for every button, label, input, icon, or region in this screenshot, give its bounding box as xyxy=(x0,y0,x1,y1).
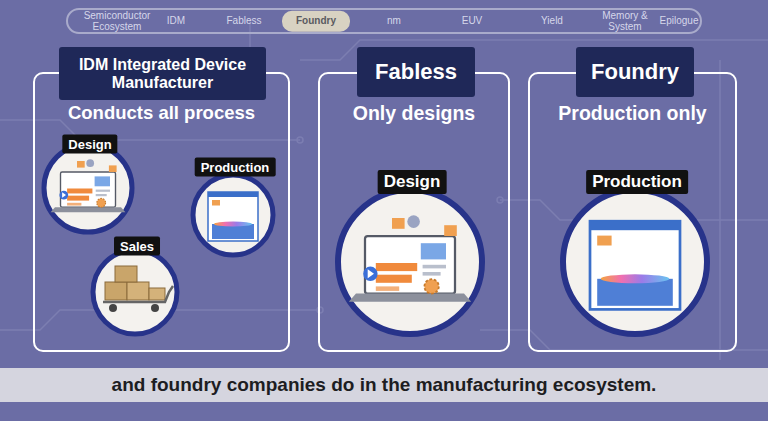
tag-text: Sales xyxy=(120,239,154,254)
panel-subtitle: Production only xyxy=(530,102,735,125)
nav-item: Semiconductor Ecosystem xyxy=(71,11,163,32)
tag-text: Design xyxy=(68,137,111,152)
caption-band: and foundry companies do in the manufact… xyxy=(0,368,768,402)
nav-item: Foundry xyxy=(282,11,350,32)
tag-text: Design xyxy=(384,172,441,191)
tag-text: Production xyxy=(201,160,270,175)
nav-item: Epilogue xyxy=(655,16,703,27)
label-tag: Production xyxy=(586,170,688,194)
nav-item: Yield xyxy=(532,16,572,27)
nav-item: nm xyxy=(379,16,409,27)
panel-heading: IDM Integrated Device Manufacturer xyxy=(59,47,266,100)
tag-text: Production xyxy=(592,172,682,191)
category-panel: IDM Integrated Device ManufacturerConduc… xyxy=(33,72,290,352)
nav-item: Memory & System xyxy=(597,11,653,32)
category-panel: FoundryProduction onlyProduction xyxy=(528,72,737,352)
panel-subtitle: Conducts all process xyxy=(35,102,288,124)
label-tag: Design xyxy=(62,135,117,154)
nav-item: Fabless xyxy=(216,16,272,27)
panel-heading: Foundry xyxy=(576,47,694,97)
label-tag: Production xyxy=(195,158,276,177)
label-tag: Design xyxy=(378,170,447,194)
category-panel: FablessOnly designsDesign xyxy=(318,72,510,352)
panel-heading: Fabless xyxy=(357,47,475,97)
label-tag: Sales xyxy=(114,237,160,256)
nav-item: EUV xyxy=(452,16,492,27)
nav-bar: Semiconductor EcosystemIDM Fabless Foundry… xyxy=(66,8,702,34)
nav-item: IDM xyxy=(156,16,196,27)
panel-subtitle: Only designs xyxy=(320,102,508,125)
